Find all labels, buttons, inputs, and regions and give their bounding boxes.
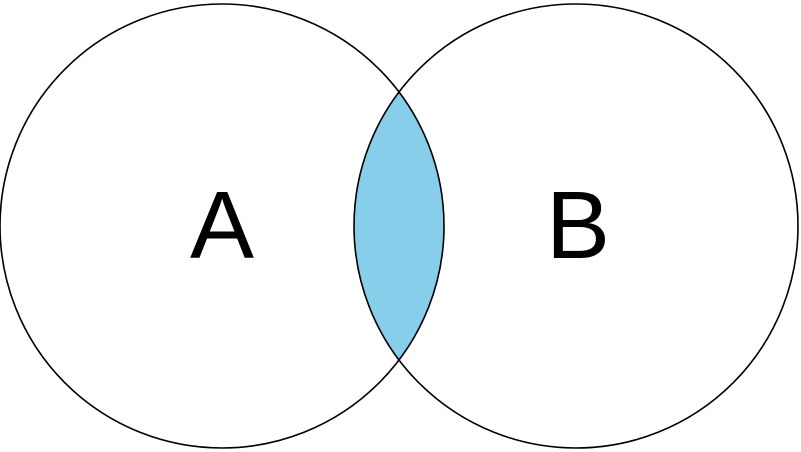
set-a-label: A xyxy=(190,172,254,279)
set-b-label: B xyxy=(546,172,610,279)
set-b-circle xyxy=(353,3,799,449)
set-a-circle xyxy=(0,3,445,449)
